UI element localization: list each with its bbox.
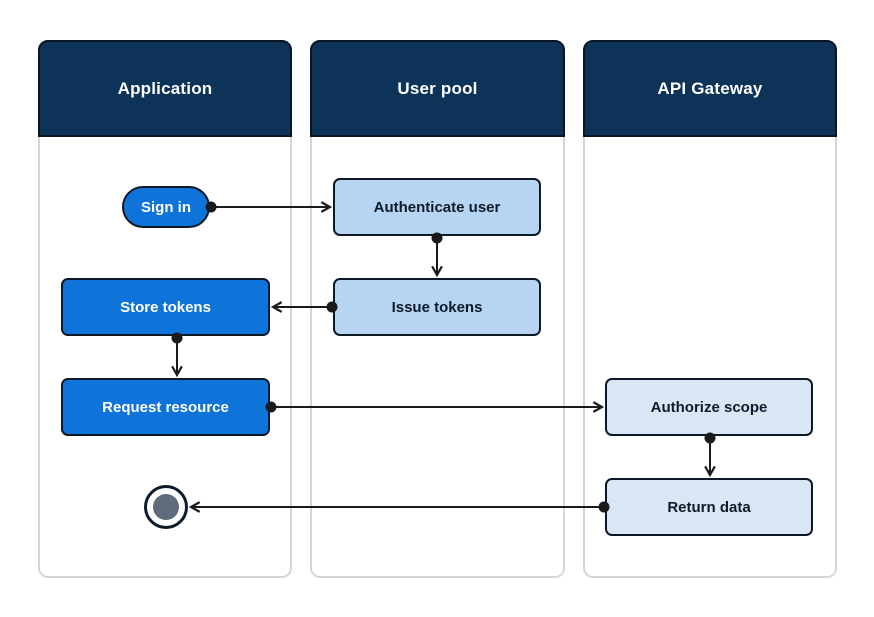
lane-header-api-gateway: API Gateway (583, 40, 837, 137)
lane-title-application: Application (117, 78, 213, 98)
lane-header-application: Application (38, 40, 292, 137)
node-sign-in: Sign in (122, 186, 210, 228)
node-issue-tokens: Issue tokens (333, 278, 541, 336)
node-store-tokens: Store tokens (61, 278, 270, 336)
node-return-data-label: Return data (667, 498, 751, 516)
node-authorize-scope: Authorize scope (605, 378, 813, 436)
node-issue-tokens-label: Issue tokens (391, 298, 483, 316)
node-request-resource-label: Request resource (102, 398, 229, 416)
end-state-inner-circle (153, 494, 179, 520)
lane-title-user-pool: User pool (397, 78, 478, 98)
lane-header-user-pool: User pool (310, 40, 565, 137)
node-end-state (144, 485, 188, 529)
node-sign-in-label: Sign in (141, 198, 191, 216)
node-authenticate-user: Authenticate user (333, 178, 541, 236)
node-store-tokens-label: Store tokens (120, 298, 211, 316)
node-return-data: Return data (605, 478, 813, 536)
node-authenticate-user-label: Authenticate user (373, 198, 501, 216)
node-request-resource: Request resource (61, 378, 270, 436)
lane-title-api-gateway: API Gateway (657, 78, 763, 98)
node-authorize-scope-label: Authorize scope (650, 398, 768, 416)
